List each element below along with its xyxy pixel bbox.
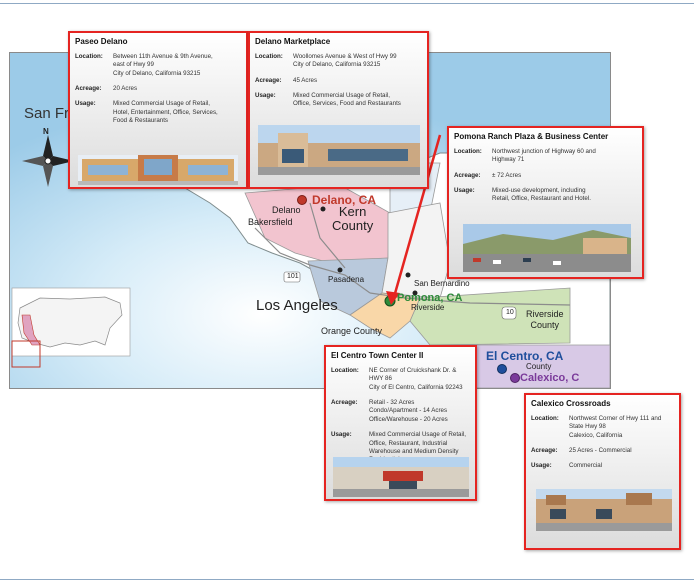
label-bakersfield: Bakersfield xyxy=(248,217,293,227)
el-centro-marker xyxy=(497,364,507,374)
riverside-dot xyxy=(412,290,418,296)
acreage-label: Acreage: xyxy=(531,447,558,455)
location-label: Location: xyxy=(331,367,359,374)
label-orange-county: Orange County xyxy=(321,326,383,336)
pasadena-dot xyxy=(337,267,343,273)
acreage-label: Acreage: xyxy=(331,399,358,407)
location-value: Woollomes Avenue & West of Hwy 99 City o… xyxy=(293,53,397,69)
usage-label: Usage: xyxy=(454,187,475,195)
label-los-angeles: Los Angeles xyxy=(256,297,338,314)
usage-value: Mixed Commercial Usage of Retail, Office… xyxy=(293,92,401,108)
label-el-centro-ca: El Centro, CA xyxy=(486,349,564,363)
card-delano-marketplace[interactable]: Delano Marketplace Location: Woollomes Av… xyxy=(248,31,429,189)
location-value: Northwest Corner of Hwy 111 and State Hw… xyxy=(569,415,662,439)
location-label: Location: xyxy=(255,53,283,60)
acreage-value: 25 Acres - Commercial xyxy=(569,447,632,455)
delano-marker xyxy=(297,195,307,205)
location-value: Between 11th Avenue & 9th Avenue, east o… xyxy=(113,53,213,77)
location-label: Location: xyxy=(454,148,482,155)
card-paseo-delano[interactable]: Paseo Delano Location: Between 11th Avenu… xyxy=(68,31,248,189)
el-centro-photo xyxy=(333,457,469,497)
label-pasadena: Pasadena xyxy=(328,275,365,284)
top-rule xyxy=(0,3,694,4)
pomona-photo xyxy=(463,224,631,272)
card-calexico[interactable]: Calexico Crossroads Location: Northwest C… xyxy=(524,393,681,550)
label-pomona-ca: Pomona, CA xyxy=(397,292,463,304)
card-pomona-ranch[interactable]: Pomona Ranch Plaza & Business Center Loc… xyxy=(447,126,644,279)
inset-focus-box xyxy=(11,340,41,368)
compass-rose-icon xyxy=(22,135,74,187)
card-title: Delano Marketplace xyxy=(255,37,331,46)
label-county-suffix: County xyxy=(526,362,552,371)
hwy-10-shield xyxy=(501,306,517,320)
usage-value: Mixed Commercial Usage of Retail, Hotel,… xyxy=(113,100,218,125)
pomona-pointer-arrow xyxy=(392,134,442,298)
location-value: Northwest junction of Highway 60 and Hig… xyxy=(492,148,596,164)
location-value: NE Corner of Cruickshank Dr. & HWY 86 Ci… xyxy=(369,367,463,391)
pomona-arrow-head xyxy=(386,291,400,305)
acreage-value: ± 72 Acres xyxy=(492,171,522,179)
label-delano-ca: Delano, CA xyxy=(312,193,377,207)
compass-north-label: N xyxy=(43,127,49,136)
hwy-101-shield xyxy=(283,271,301,283)
acreage-label: Acreage: xyxy=(255,76,282,84)
highway-101-road xyxy=(254,227,371,294)
acreage-label: Acreage: xyxy=(454,171,481,179)
usage-label: Usage: xyxy=(75,100,96,108)
calexico-marker xyxy=(510,373,520,383)
usage-value: Mixed-use development, including Retail,… xyxy=(492,187,591,203)
usage-label: Usage: xyxy=(531,462,552,470)
usage-label: Usage: xyxy=(255,92,276,100)
card-el-centro[interactable]: El Centro Town Center II Location: NE Cor… xyxy=(324,345,477,501)
label-san-francisco: San Fra xyxy=(24,105,78,122)
card-title: Paseo Delano xyxy=(75,37,128,46)
orange-county-region xyxy=(349,292,421,339)
bottom-rule xyxy=(0,579,694,580)
calexico-photo xyxy=(536,489,672,531)
highway-10-road xyxy=(369,292,571,306)
card-title: Calexico Crossroads xyxy=(531,399,611,408)
delano-city-dot xyxy=(320,206,326,212)
acreage-label: Acreage: xyxy=(75,85,102,93)
label-kern-county: Kern County xyxy=(332,204,374,233)
acreage-value: 20 Acres xyxy=(113,85,138,93)
label-delano-city: Delano xyxy=(272,205,301,215)
label-riverside: Riverside xyxy=(411,303,445,312)
label-hwy-10: 10 xyxy=(506,309,514,316)
san-bernardino-dot xyxy=(405,272,411,278)
card-title: El Centro Town Center II xyxy=(331,351,424,360)
label-riverside-county: Riverside County xyxy=(526,309,564,330)
label-san-bernardino: San Bernardino xyxy=(414,279,470,288)
location-label: Location: xyxy=(75,53,103,60)
delano-marketplace-photo xyxy=(258,125,420,175)
usage-value: Commercial xyxy=(569,462,603,470)
acreage-value: Retail - 32 Acres Condo/Apartment - 14 A… xyxy=(369,399,448,423)
paseo-rendering-image xyxy=(78,155,238,185)
highway-99-road xyxy=(309,202,346,269)
label-hwy-101: 101 xyxy=(287,273,299,280)
location-label: Location: xyxy=(531,415,559,422)
usage-label: Usage: xyxy=(331,431,352,439)
card-title: Pomona Ranch Plaza & Business Center xyxy=(454,132,609,141)
label-calexico-ca: Calexico, C xyxy=(520,372,580,384)
acreage-value: 45 Acres xyxy=(293,76,318,84)
